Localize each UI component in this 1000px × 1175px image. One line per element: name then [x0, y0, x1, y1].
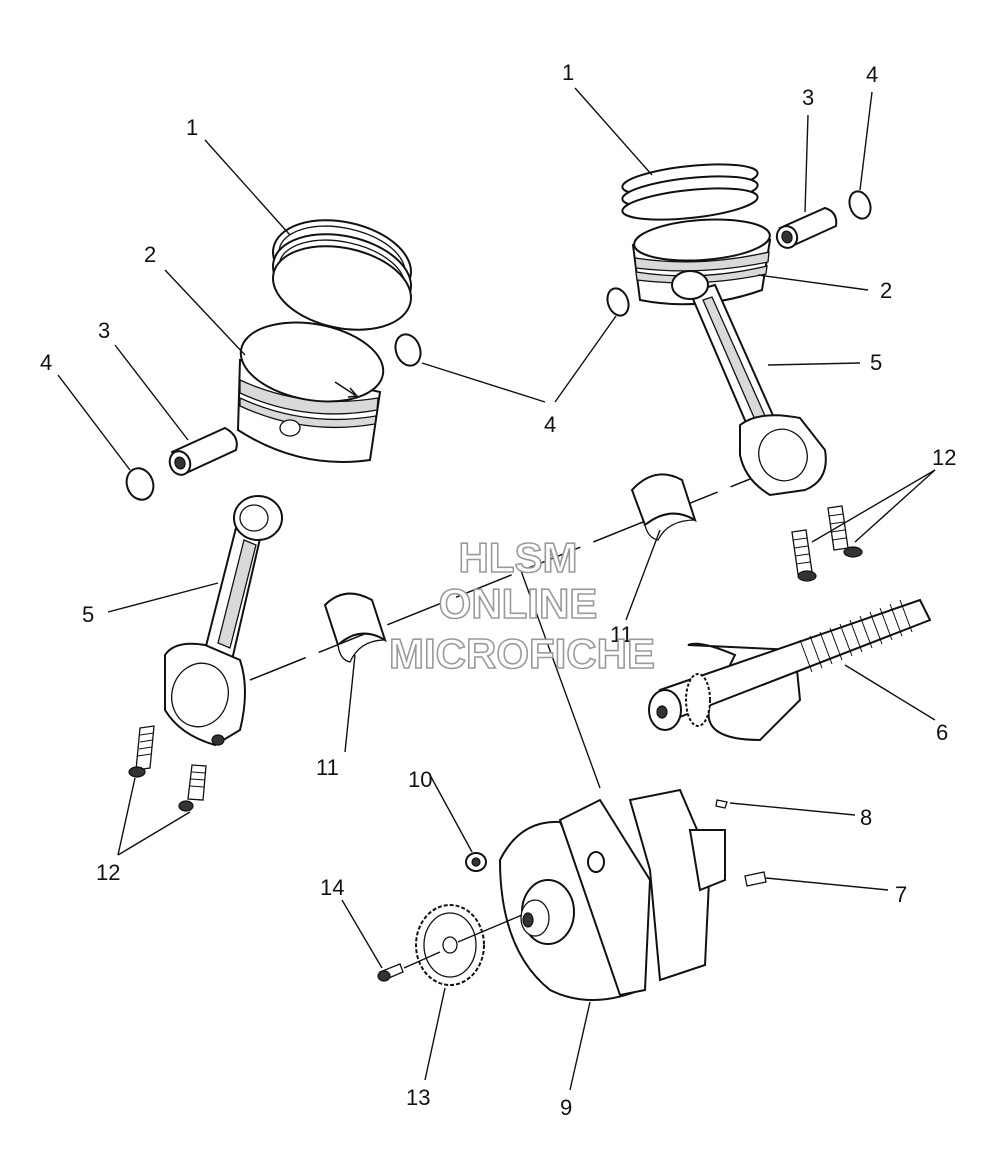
callout-4-center: 4: [544, 412, 556, 437]
callout-3-left: 3: [98, 318, 110, 343]
connecting-rod-right: [671, 270, 827, 497]
callout-14: 14: [320, 875, 344, 900]
callout-labels: 1 2 3 4 1 3 4 2 5 4 12 5 11 6 11 10 8 12…: [40, 60, 956, 1120]
watermark: HLSM ONLINE MICROFICHE: [388, 533, 656, 678]
rod-bolts-left: [128, 725, 207, 812]
callout-11-right: 11: [610, 622, 633, 647]
leader-lines: [57, 87, 936, 1091]
nut: [465, 852, 487, 872]
callout-10: 10: [408, 767, 432, 792]
rod-bolts-right: [791, 505, 863, 582]
watermark-line-2: ONLINE: [439, 580, 598, 627]
callout-11-left: 11: [316, 755, 339, 780]
callout-12-right: 12: [932, 445, 956, 470]
output-shaft: [648, 598, 932, 742]
callout-7: 7: [895, 882, 907, 907]
circlip-left-outer: [125, 467, 155, 501]
callout-13: 13: [406, 1085, 430, 1110]
circlip-right-inner: [606, 287, 630, 317]
connecting-rod-left: [164, 495, 283, 747]
callout-8: 8: [860, 805, 872, 830]
callout-12-left: 12: [96, 860, 120, 885]
flange-bolt: [377, 951, 441, 982]
timing-gear: [415, 904, 523, 986]
wrist-pin-left: [168, 426, 238, 476]
piston-left: [236, 321, 385, 463]
dowel-pin: [744, 871, 767, 887]
callout-9: 9: [560, 1095, 572, 1120]
watermark-line-3: MICROFICHE: [389, 630, 655, 677]
piston-rings-left: [272, 219, 412, 331]
wrist-pin-right: [775, 206, 838, 249]
rod-bearing-right: [630, 473, 697, 541]
callout-1-left: 1: [186, 115, 198, 140]
circlip-right-outer: [848, 190, 872, 220]
callout-2-left: 2: [144, 242, 156, 267]
callout-5-right: 5: [870, 350, 882, 375]
callout-1-right: 1: [562, 60, 574, 85]
circlip-left-inner: [394, 333, 422, 367]
crankshaft: [498, 788, 726, 1001]
rod-bearing-left: [323, 592, 387, 663]
callout-3-right: 3: [802, 85, 814, 110]
watermark-line-1: HLSM: [459, 534, 578, 581]
callout-2-right: 2: [880, 278, 892, 303]
piston-rings-right: [621, 163, 759, 221]
callout-4-right: 4: [866, 62, 878, 87]
callout-5-left: 5: [82, 602, 94, 627]
callout-6: 6: [936, 720, 948, 745]
woodruff-key: [715, 799, 728, 809]
piston-right: [631, 218, 772, 306]
callout-4-left: 4: [40, 350, 52, 375]
